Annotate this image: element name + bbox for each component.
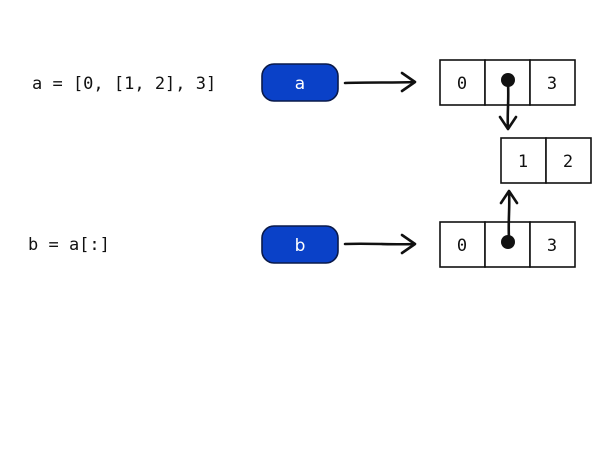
inner-list: 1 2 — [500, 137, 592, 184]
arrow-b-to-list — [343, 233, 417, 255]
arrow-a-to-list — [343, 71, 417, 93]
list-b-value-0: 0 — [457, 236, 467, 256]
inner-list-value-1: 2 — [563, 152, 573, 172]
inner-list-cell-0 — [500, 137, 547, 184]
list-b-reference-dot — [501, 235, 515, 249]
list-b-cell-2 — [529, 221, 576, 268]
statement-a: a = [0, [1, 2], 3] — [32, 74, 216, 94]
arrow-list-b-head — [499, 189, 519, 205]
variable-a-pill — [261, 63, 339, 102]
variable-a-node: a — [261, 63, 339, 102]
list-a-cell-2 — [529, 59, 576, 106]
arrow-list-a-shaft — [506, 82, 510, 130]
arrow-b-head — [400, 233, 417, 255]
variable-b-pill — [261, 225, 339, 264]
list-b-outer: 0 3 — [439, 221, 576, 268]
list-b-value-2: 3 — [547, 236, 557, 256]
arrow-b-shaft — [343, 242, 416, 246]
list-a-outer: 0 3 — [439, 59, 576, 106]
arrow-list-a-head — [498, 115, 518, 131]
arrow-list-b-to-inner — [499, 189, 519, 240]
arrow-list-a-to-inner — [498, 82, 518, 131]
list-b-cell-0 — [439, 221, 486, 268]
list-a-cell-0 — [439, 59, 486, 106]
statement-b: b = a[:] — [28, 235, 110, 255]
variable-b-node: b — [261, 225, 339, 264]
list-a-value-0: 0 — [457, 74, 467, 94]
list-a-reference-dot — [501, 73, 515, 87]
variable-b-label: b — [295, 236, 306, 256]
arrow-list-b-shaft — [507, 190, 511, 240]
inner-list-cell-1 — [545, 137, 592, 184]
variable-a-label: a — [295, 74, 305, 94]
arrow-a-head — [400, 71, 417, 93]
list-a-value-2: 3 — [547, 74, 557, 94]
arrow-a-shaft — [343, 80, 416, 85]
inner-list-value-0: 1 — [518, 152, 528, 172]
